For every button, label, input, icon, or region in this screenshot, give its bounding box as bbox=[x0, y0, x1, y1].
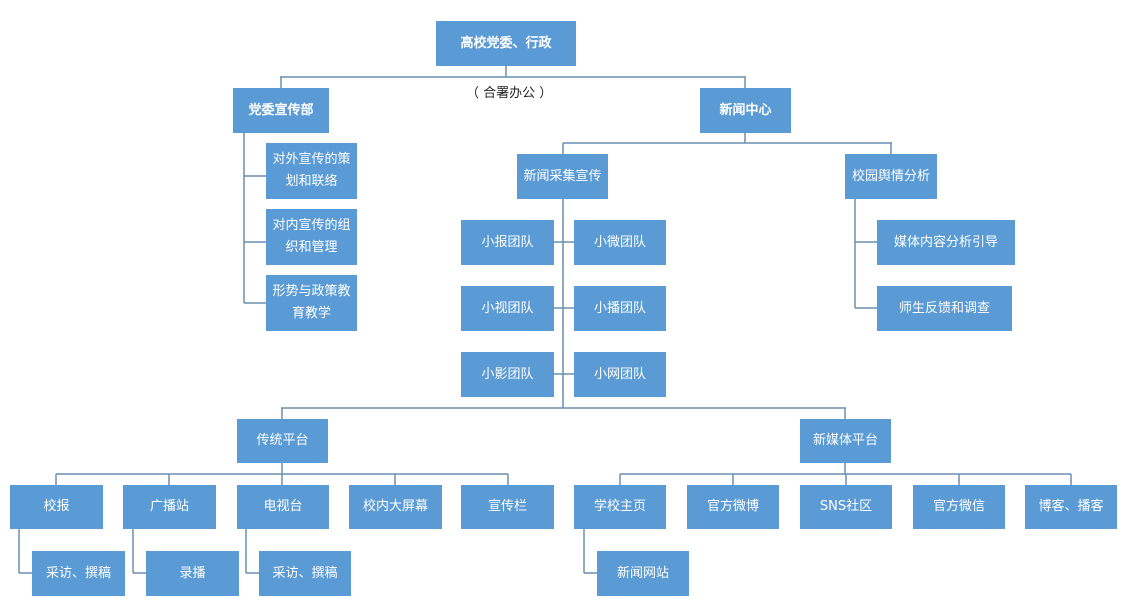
node-traditional-sub: 录播 bbox=[146, 551, 239, 596]
node-new-media-item: 博客、播客 bbox=[1025, 485, 1117, 529]
node-news-collection: 新闻采集宣传 bbox=[517, 154, 608, 199]
node-opinion-item: 师生反馈和调查 bbox=[877, 286, 1012, 331]
root-note: （ 合署办公 ） bbox=[466, 86, 553, 101]
node-traditional-sub: 采访、撰稿 bbox=[32, 551, 125, 596]
node-team: 小报团队 bbox=[461, 220, 554, 265]
node-opinion-item: 媒体内容分析引导 bbox=[877, 220, 1015, 265]
node-propaganda-item: 对内宣传的组织和管理 bbox=[266, 209, 357, 265]
node-traditional-item: 电视台 bbox=[237, 485, 329, 529]
node-traditional-platform: 传统平台 bbox=[237, 419, 328, 463]
node-team: 小视团队 bbox=[461, 286, 554, 331]
node-traditional-item: 校报 bbox=[10, 485, 103, 529]
node-opinion-analysis: 校园舆情分析 bbox=[845, 154, 937, 199]
node-team: 小播团队 bbox=[574, 286, 666, 331]
node-new-media-item: SNS社区 bbox=[800, 485, 892, 529]
node-new-media-item: 学校主页 bbox=[574, 485, 666, 529]
node-root: 高校党委、行政 bbox=[436, 21, 576, 66]
node-propaganda-dept: 党委宣传部 bbox=[233, 88, 329, 133]
node-news-center: 新闻中心 bbox=[700, 88, 791, 133]
node-traditional-item: 校内大屏幕 bbox=[349, 485, 442, 529]
node-team: 小微团队 bbox=[574, 220, 666, 265]
node-propaganda-item: 形势与政策教育教学 bbox=[266, 275, 357, 331]
node-new-media-item: 官方微博 bbox=[687, 485, 779, 529]
node-new-media-platform: 新媒体平台 bbox=[800, 419, 891, 463]
node-traditional-sub: 采访、撰稿 bbox=[259, 551, 351, 596]
node-team: 小影团队 bbox=[461, 352, 554, 397]
node-traditional-item: 宣传栏 bbox=[461, 485, 554, 529]
node-new-media-sub: 新闻网站 bbox=[597, 551, 689, 596]
node-team: 小网团队 bbox=[574, 352, 666, 397]
node-propaganda-item: 对外宣传的策划和联络 bbox=[266, 143, 357, 199]
node-traditional-item: 广播站 bbox=[123, 485, 216, 529]
node-new-media-item: 官方微信 bbox=[913, 485, 1005, 529]
